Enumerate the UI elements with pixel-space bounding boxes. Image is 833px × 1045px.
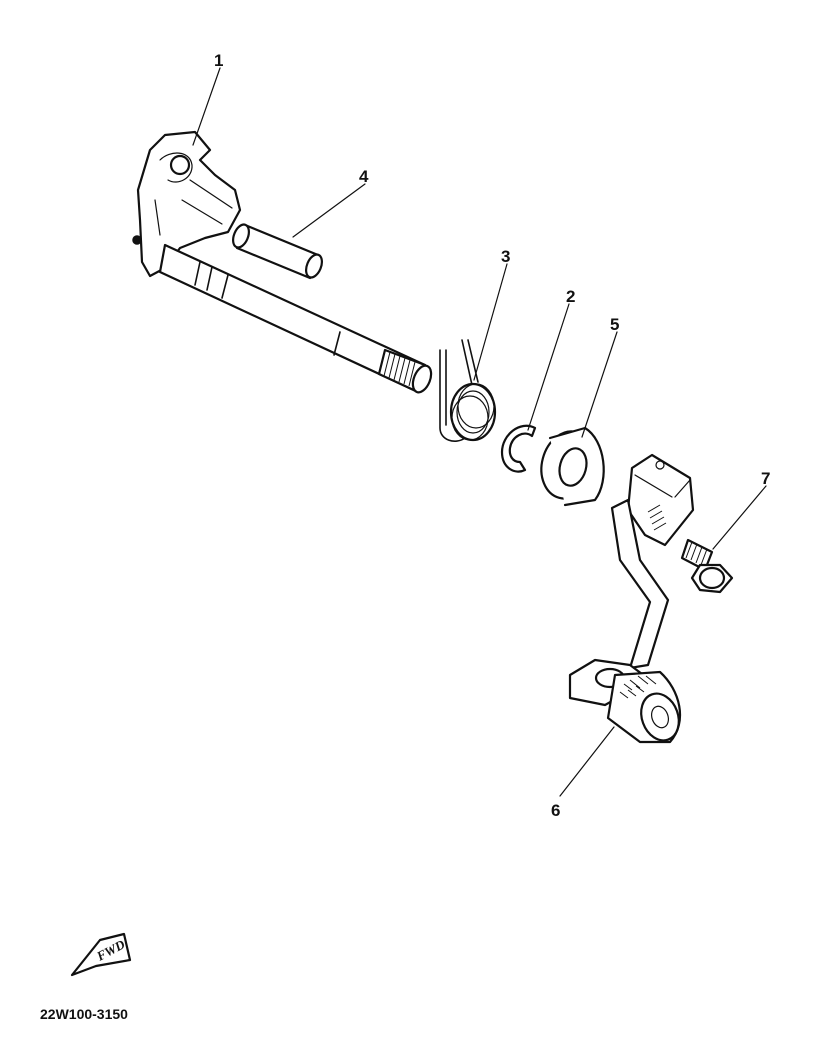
- callout-1: 1: [214, 51, 223, 70]
- callout-labels: 1 4 3 2 5 7 6: [214, 51, 770, 820]
- callout-5: 5: [610, 315, 619, 334]
- shift-pedal-part: [568, 453, 695, 744]
- callout-2: 2: [566, 287, 575, 306]
- callout-4: 4: [359, 167, 369, 186]
- leader-lines: [192, 67, 767, 797]
- callout-6: 6: [551, 801, 560, 820]
- callout-3: 3: [501, 247, 510, 266]
- oil-seal-part: [540, 426, 605, 507]
- bolt-part: [680, 538, 734, 594]
- torsion-spring-part: [439, 339, 497, 442]
- fwd-arrow-badge: FWD: [70, 932, 132, 977]
- shift-shaft-part: [132, 130, 433, 394]
- callout-7: 7: [761, 469, 770, 488]
- pin-part: [232, 223, 323, 280]
- drawing-code: 22W100-3150: [40, 1006, 128, 1022]
- circlip-part: [500, 424, 537, 473]
